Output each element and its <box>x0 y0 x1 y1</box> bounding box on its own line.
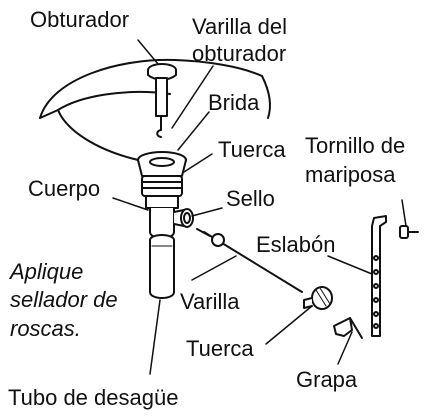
pivot-nut-part <box>303 286 333 310</box>
label-obturador: Obturador <box>30 7 130 32</box>
label-eslabon: Eslabón <box>256 232 336 257</box>
sink-basin <box>39 58 271 161</box>
label-tuerca-superior: Tuerca <box>218 137 286 162</box>
pivot-rod-part <box>196 228 303 293</box>
label-aplique-line2: sellador de <box>10 287 118 312</box>
stopper-part <box>147 63 177 138</box>
label-cuerpo: Cuerpo <box>28 176 101 201</box>
spring-clip-part <box>333 317 363 339</box>
label-aplique-line1: Aplique <box>10 259 84 284</box>
label-sello: Sello <box>226 186 275 211</box>
thumbscrew-part <box>399 225 419 239</box>
extension-strap-part <box>371 215 387 337</box>
label-varilla-obturador-line2: obturador <box>192 41 287 66</box>
label-aplique-line3: roscas. <box>10 316 81 341</box>
tailpiece-part <box>149 234 175 299</box>
label-varilla-obturador-line1: Varilla del <box>192 14 287 39</box>
drain-body-part <box>137 151 194 239</box>
label-tornillo-line1: Tornillo de <box>305 133 406 158</box>
label-tubo-desague: Tubo de desagüe <box>8 385 179 410</box>
label-grapa: Grapa <box>296 367 358 392</box>
label-varilla: Varilla <box>180 289 240 314</box>
label-brida: Brida <box>208 90 260 115</box>
label-tornillo-line2: mariposa <box>305 162 396 187</box>
leader-lines <box>112 39 407 375</box>
label-tuerca-inferior: Tuerca <box>186 336 254 361</box>
